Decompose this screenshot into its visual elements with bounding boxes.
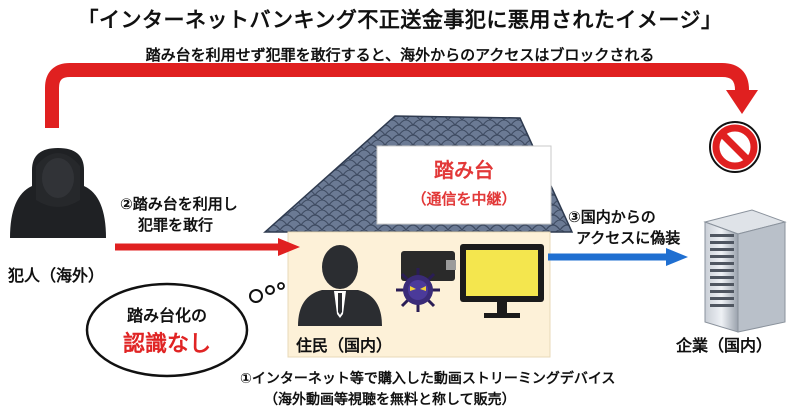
criminal-label: 犯人（海外） bbox=[8, 266, 105, 285]
company-label: 企業（国内） bbox=[676, 336, 773, 355]
page-title: 「インターネットバンキング不正送金事犯に悪用されたイメージ」 bbox=[77, 8, 723, 32]
bubble-line2: 認識なし bbox=[122, 332, 211, 357]
step3-line2: アクセスに偽装 bbox=[576, 229, 681, 247]
blocked-route-arrow bbox=[45, 63, 758, 128]
monitor-icon bbox=[460, 244, 544, 318]
bubble-line1: 踏み台化の bbox=[126, 306, 207, 325]
streaming-device-icon bbox=[401, 251, 456, 281]
server-icon bbox=[703, 209, 787, 333]
criminal-to-stone-arrow bbox=[115, 238, 300, 256]
step1-line1: ①インターネット等で購入した動画ストリーミングデバイス bbox=[240, 371, 616, 387]
step3-line1: ③国内からの bbox=[568, 208, 656, 226]
resident-label: 住民（国内） bbox=[296, 336, 393, 355]
stone-to-company-arrow bbox=[548, 248, 688, 266]
step1-line2: （海外動画等視聴を無料と称して販売） bbox=[264, 392, 516, 408]
top-note: 踏み台を利用せず犯罪を敢行すると、海外からのアクセスはブロックされる bbox=[145, 46, 655, 64]
stepping-stone-title: 踏み台 bbox=[434, 158, 494, 182]
thought-bubble bbox=[85, 282, 285, 378]
stepping-stone-subtitle: （通信を中継） bbox=[411, 190, 517, 208]
step2-line1: ②踏み台を利用し bbox=[120, 195, 238, 213]
person-icon bbox=[298, 245, 382, 326]
prohibited-icon bbox=[709, 121, 761, 173]
step2-line2: 犯罪を敢行 bbox=[138, 216, 214, 234]
malware-icon bbox=[396, 268, 440, 312]
stepping-stone-box bbox=[376, 145, 552, 225]
hacker-icon bbox=[10, 148, 106, 238]
